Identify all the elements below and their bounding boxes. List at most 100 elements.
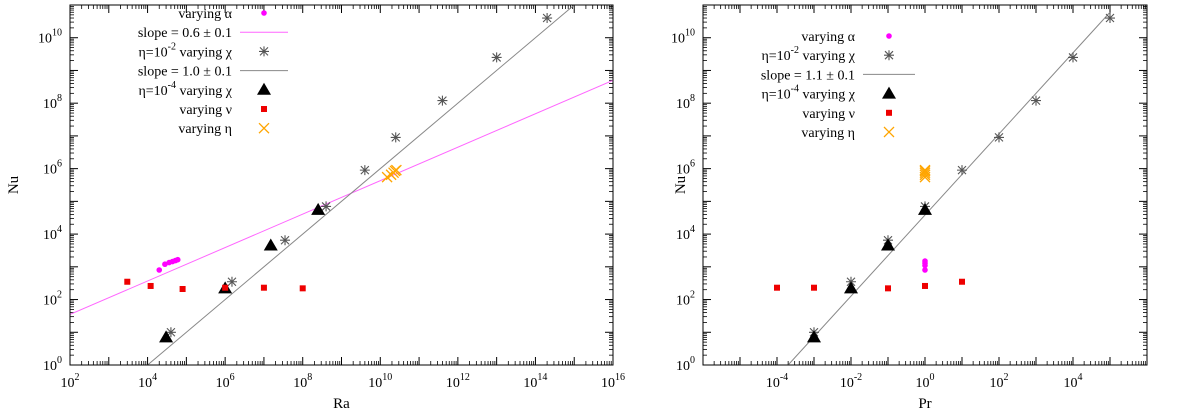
legend-label: η=10-2 varying χ xyxy=(138,41,232,60)
legend-marker-alpha xyxy=(261,10,267,16)
data-point-chi2 xyxy=(280,235,291,246)
data-point-nu xyxy=(885,285,891,292)
fit-line-fit_chi xyxy=(147,5,575,365)
x-tick-label: 108 xyxy=(293,372,312,391)
plot-area xyxy=(774,11,1115,365)
y-tick-label: 100 xyxy=(676,355,695,374)
legend-marker-chi2 xyxy=(259,46,269,57)
x-tick-label: 1012 xyxy=(446,372,470,391)
plot-frame xyxy=(702,4,1148,366)
x-axis-label: Ra xyxy=(333,396,350,412)
data-point-alpha xyxy=(174,256,181,263)
legend-label: slope = 1.0 ± 0.1 xyxy=(138,65,232,80)
data-point-alpha xyxy=(156,267,163,273)
fit-line-fit_chi xyxy=(787,11,1111,365)
x-axis-label: Pr xyxy=(918,396,931,412)
data-point-eta xyxy=(919,169,931,181)
y-tick-label: 1010 xyxy=(38,28,62,47)
data-point-nu xyxy=(179,286,186,293)
x-tick-label: 104 xyxy=(1064,372,1083,391)
legend-label: varying η xyxy=(178,122,232,137)
series-chi2 xyxy=(165,13,553,338)
x-tick-label: 10-4 xyxy=(766,372,788,391)
legend-marker-chi4 xyxy=(257,82,271,95)
data-point-chi2 xyxy=(957,165,967,176)
data-point-nu xyxy=(299,285,306,292)
data-point-nu xyxy=(222,284,229,291)
series-chi4 xyxy=(159,202,326,343)
data-point-chi4 xyxy=(844,281,858,294)
series-chi4 xyxy=(807,202,932,343)
data-point-eta xyxy=(919,164,931,176)
series-alpha xyxy=(922,258,928,273)
data-point-eta xyxy=(390,164,402,176)
plot-area xyxy=(70,5,613,365)
legend-label: varying η xyxy=(801,126,855,141)
plot-frame xyxy=(69,4,614,366)
data-point-chi4 xyxy=(881,238,895,251)
data-point-nu xyxy=(774,284,780,291)
data-point-nu xyxy=(922,282,928,289)
legend-marker-eta xyxy=(883,126,895,138)
data-point-chi2 xyxy=(1031,95,1041,106)
data-point-nu xyxy=(147,282,154,289)
x-tick-label: 102 xyxy=(990,372,1009,391)
y-tick-label: 106 xyxy=(676,159,695,178)
data-point-chi2 xyxy=(994,132,1004,143)
y-tick-label: 102 xyxy=(43,290,62,309)
x-tick-label: 1016 xyxy=(601,372,625,391)
data-point-chi2 xyxy=(359,165,370,176)
data-point-nu xyxy=(811,284,817,291)
x-tick-label: 102 xyxy=(61,372,80,391)
legend-marker-eta xyxy=(258,122,270,134)
x-tick-label: 100 xyxy=(916,372,935,391)
legend-label: varying ν xyxy=(179,103,232,118)
data-point-chi4 xyxy=(311,202,326,215)
series-eta xyxy=(919,164,931,183)
legend-label: varying ν xyxy=(802,107,855,122)
data-point-chi4 xyxy=(918,202,932,215)
data-point-chi4 xyxy=(807,330,821,343)
legend-marker-chi4 xyxy=(882,86,896,99)
y-tick-label: 108 xyxy=(43,93,62,112)
fit-line-fit_alpha xyxy=(70,79,613,315)
legend-label: varying α xyxy=(178,7,232,22)
data-point-alpha xyxy=(162,261,168,268)
x-tick-label: 104 xyxy=(138,372,157,391)
y-tick-label: 104 xyxy=(676,224,695,243)
y-axis-label: Nu xyxy=(673,175,689,194)
series-alpha xyxy=(156,256,181,273)
data-point-chi2 xyxy=(1068,52,1078,63)
series-nu xyxy=(124,278,306,293)
data-point-alpha xyxy=(922,267,928,273)
legend-marker-alpha xyxy=(886,33,892,39)
data-point-chi2 xyxy=(542,13,553,24)
legend-label: η=10-4 varying χ xyxy=(138,80,232,99)
x-tick-label: 10-2 xyxy=(840,372,862,391)
y-tick-label: 102 xyxy=(676,290,695,309)
y-tick-label: 106 xyxy=(43,159,62,178)
x-tick-label: 106 xyxy=(216,372,235,391)
data-point-chi4 xyxy=(263,238,278,251)
data-point-nu xyxy=(260,284,267,291)
x-tick-label: 1014 xyxy=(523,372,547,391)
y-tick-label: 104 xyxy=(43,224,62,243)
series-eta xyxy=(381,164,402,183)
legend-label: varying α xyxy=(801,30,855,45)
legend-label: η=10-4 varying χ xyxy=(761,84,855,103)
y-tick-label: 100 xyxy=(43,355,62,374)
data-point-chi2 xyxy=(226,276,237,287)
data-point-chi2 xyxy=(321,201,332,212)
data-point-alpha xyxy=(922,258,928,264)
data-point-nu xyxy=(959,278,965,285)
series-nu xyxy=(774,278,965,292)
legend-marker-chi2 xyxy=(884,50,894,61)
legend: varying α slope = 0.6 ± 0.1η=10-2 varying… xyxy=(138,7,288,137)
legend-label: slope = 0.6 ± 0.1 xyxy=(138,26,232,41)
y-tick-label: 1010 xyxy=(671,28,695,47)
x-tick-label: 1010 xyxy=(368,372,392,391)
data-point-chi2 xyxy=(165,327,176,338)
